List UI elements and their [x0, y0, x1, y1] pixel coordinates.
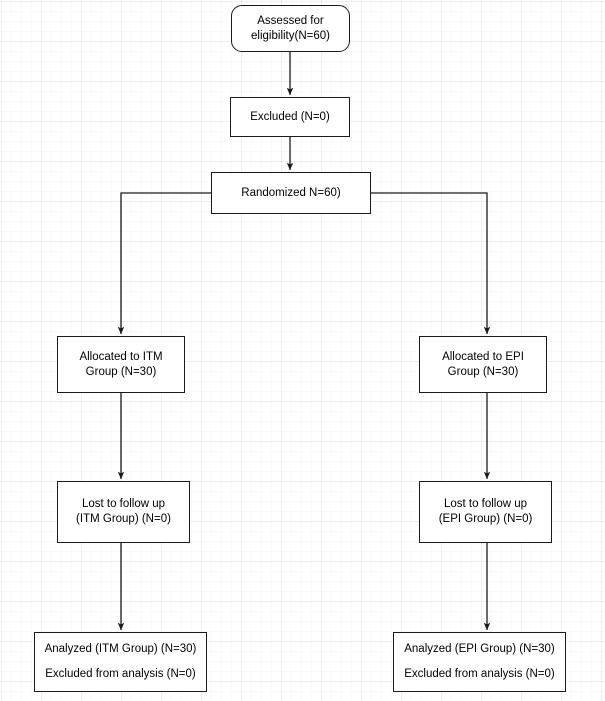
node-assessed-for-eligibility[interactable]: Assessed for eligibility(N=60) — [231, 5, 350, 52]
node-lost-itm-line-1: Lost to follow up — [81, 498, 166, 510]
node-analyzed-epi-line-2: Excluded from analysis (N=0) — [404, 667, 555, 680]
node-randomized[interactable]: Randomized N=60) — [211, 172, 371, 214]
node-lost-epi-line-2: (EPI Group) (N=0) — [438, 513, 533, 525]
node-assessed-line-2: eligibility(N=60) — [251, 29, 330, 42]
node-allocated-epi[interactable]: Allocated to EPI Group (N=30) — [419, 336, 547, 393]
connector-randomized-to-allocated-itm — [117, 192, 211, 335]
node-analyzed-itm[interactable]: Analyzed (ITM Group) (N=30) Excluded fro… — [34, 632, 207, 692]
node-allocated-epi-line-1: Allocated to EPI — [442, 350, 524, 363]
node-excluded-line-1: Excluded (N=0) — [250, 110, 330, 123]
node-analyzed-itm-line-2: Excluded from analysis (N=0) — [45, 667, 196, 680]
node-analyzed-epi-line-1: Analyzed (EPI Group) (N=30) — [404, 643, 555, 656]
node-randomized-line-1: Randomized N=60) — [241, 186, 341, 199]
node-allocated-itm-line-2: Group (N=30) — [85, 365, 157, 378]
node-lost-to-follow-up-epi[interactable]: Lost to follow up (EPI Group) (N=0) — [419, 481, 552, 543]
node-assessed-line-1: Assessed for — [257, 14, 324, 27]
node-allocated-itm[interactable]: Allocated to ITM Group (N=30) — [57, 336, 185, 393]
node-lost-itm-line-2: (ITM Group) (N=0) — [76, 513, 171, 525]
node-lost-epi-line-1: Lost to follow up — [443, 498, 528, 510]
node-excluded[interactable]: Excluded (N=0) — [230, 97, 350, 137]
connector-randomized-to-allocated-epi — [371, 192, 491, 335]
node-analyzed-epi[interactable]: Analyzed (EPI Group) (N=30) Excluded fro… — [393, 632, 566, 692]
node-lost-to-follow-up-itm[interactable]: Lost to follow up (ITM Group) (N=0) — [57, 481, 190, 543]
node-allocated-itm-line-1: Allocated to ITM — [79, 350, 163, 363]
node-analyzed-itm-line-1: Analyzed (ITM Group) (N=30) — [44, 643, 197, 656]
node-allocated-epi-line-2: Group (N=30) — [447, 365, 519, 378]
